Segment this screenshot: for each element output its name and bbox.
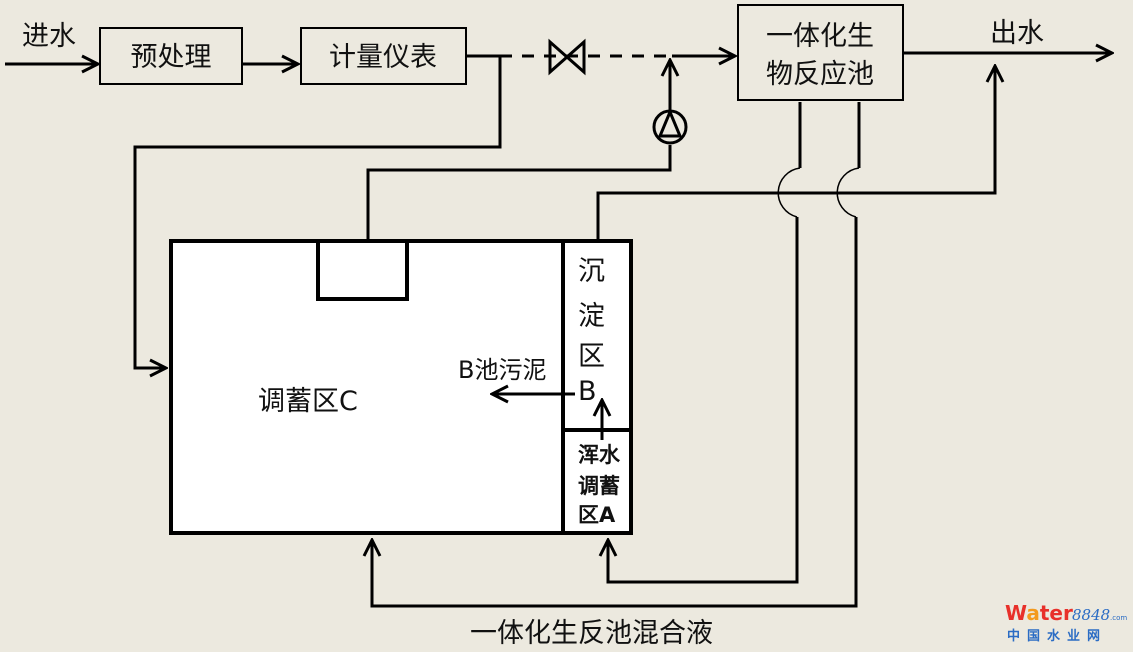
watermark-logo: Water 8848 .com 中国水业网 bbox=[1005, 601, 1127, 644]
storage-c-label: 调蓄区C bbox=[258, 386, 358, 417]
mixed-liquor-return-a bbox=[608, 102, 802, 584]
watermark-com: .com bbox=[1110, 614, 1127, 622]
mixed-liquor-return-c bbox=[372, 102, 861, 608]
bioreactor-label-line1: 一体化生 bbox=[766, 21, 874, 52]
gate-valve-icon[interactable] bbox=[548, 38, 586, 76]
outflow-label: 出水 bbox=[990, 18, 1044, 49]
pretreatment-label: 预处理 bbox=[131, 42, 212, 73]
meter-box[interactable]: 计量仪表 bbox=[300, 27, 467, 85]
inflow-label: 进水 bbox=[22, 21, 76, 52]
sediment-label-2: 淀 bbox=[578, 301, 605, 332]
watermark-number: 8848 bbox=[1072, 606, 1110, 624]
pipe-sediment-to-outflow bbox=[596, 66, 995, 241]
sediment-label-1: 沉 bbox=[578, 256, 605, 287]
bioreactor-label-line2: 物反应池 bbox=[766, 59, 874, 90]
watermark-brand: Water bbox=[1005, 601, 1073, 625]
storage-tank bbox=[169, 239, 633, 535]
muddy-label-3: 区A bbox=[578, 503, 616, 527]
muddy-label-2: 调蓄 bbox=[578, 474, 620, 498]
pump-icon[interactable] bbox=[652, 108, 688, 145]
sediment-label-4: B bbox=[578, 376, 597, 407]
pipe-meter-to-storage-c bbox=[133, 56, 502, 368]
pipe-storage-c-to-pump bbox=[366, 145, 672, 241]
bioreactor-box[interactable]: 一体化生 物反应池 bbox=[737, 4, 904, 101]
intake-chamber bbox=[316, 239, 409, 301]
sediment-label-3: 区 bbox=[578, 341, 605, 372]
watermark-cn: 中国水业网 bbox=[1007, 628, 1107, 644]
pretreatment-box[interactable]: 预处理 bbox=[99, 27, 243, 85]
mixed-liquor-label: 一体化生反池混合液 bbox=[470, 618, 713, 649]
sludge-b-label: B池污泥 bbox=[458, 356, 546, 384]
muddy-label-1: 浑水 bbox=[578, 443, 621, 467]
meter-label: 计量仪表 bbox=[329, 42, 437, 73]
